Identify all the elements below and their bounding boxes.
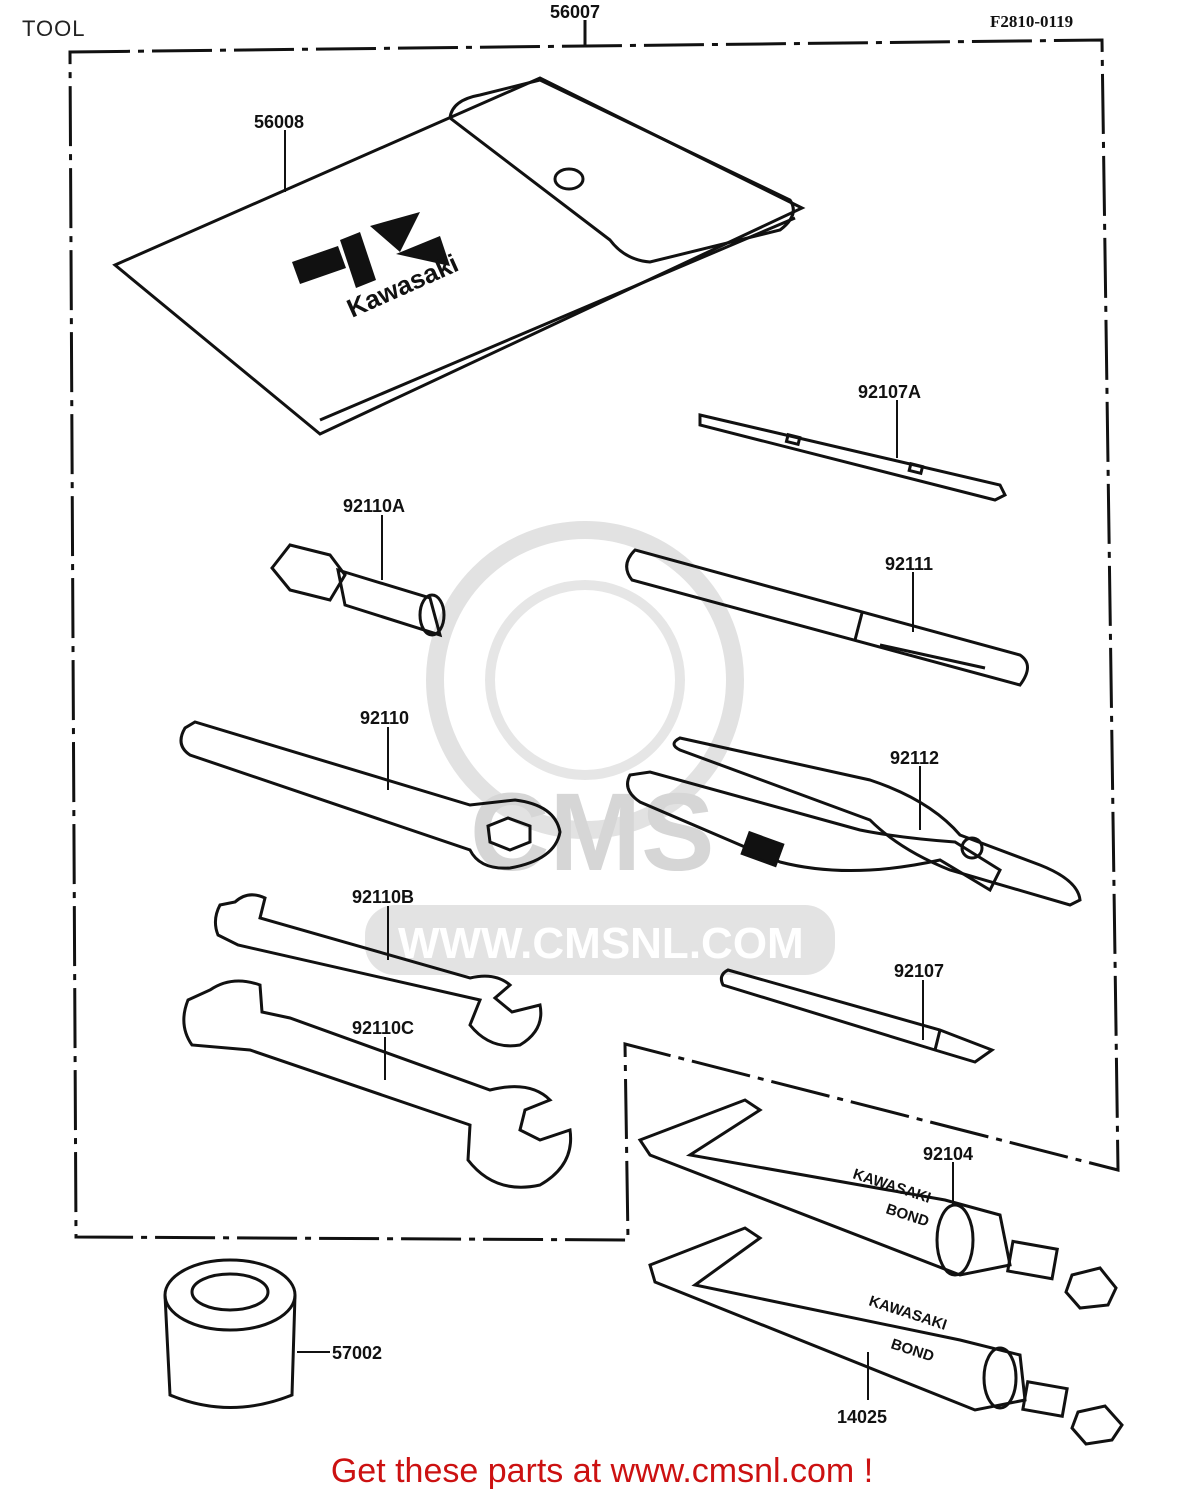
part-label-56008: 56008 [254,112,304,132]
tool-bag [112,76,806,436]
phillips-screwdriver [719,968,996,1064]
page-title: TOOL [22,16,86,41]
part-label-92104: 92104 [923,1144,973,1164]
diagram-code: F2810-0119 [990,12,1074,31]
watermark-brand: CMS [470,771,714,894]
part-label-92107A: 92107A [858,382,921,402]
handle-bar [625,548,1029,687]
bond-tube-b [648,1226,1124,1446]
open-wrench-small [213,893,543,1048]
part-label-92110A: 92110A [343,496,405,516]
part-label-92111: 92111 [885,554,933,574]
bond-tube-a [637,1098,1118,1310]
part-label-14025: 14025 [837,1407,887,1427]
footer-link[interactable]: Get these parts at www.cmsnl.com ! [330,1452,874,1490]
part-label-92110B: 92110B [352,887,414,907]
part-label-92110: 92110 [360,708,409,728]
kit-boundary [68,20,1120,1242]
open-wrench-large [182,979,573,1189]
part-label-92112: 92112 [890,748,939,768]
tube-b-label: BOND [889,1336,936,1366]
box-wrench [179,720,562,870]
kit-label: 56007 [550,2,600,22]
spark-plug-adapter [270,543,446,638]
part-label-92107: 92107 [894,961,944,981]
cylinder-can [163,1258,297,1409]
tube-b-brand: KAWASAKI [867,1293,949,1334]
part-label-92110C: 92110C [352,1018,414,1038]
watermark: CMS WWW.CMSNL.COM [365,521,835,975]
watermark-site: WWW.CMSNL.COM [398,919,804,968]
pliers [626,736,1082,907]
kawasaki-logo: Kawasaki [292,212,463,323]
screwdriver-blade [698,413,1008,502]
part-label-57002: 57002 [332,1343,382,1363]
